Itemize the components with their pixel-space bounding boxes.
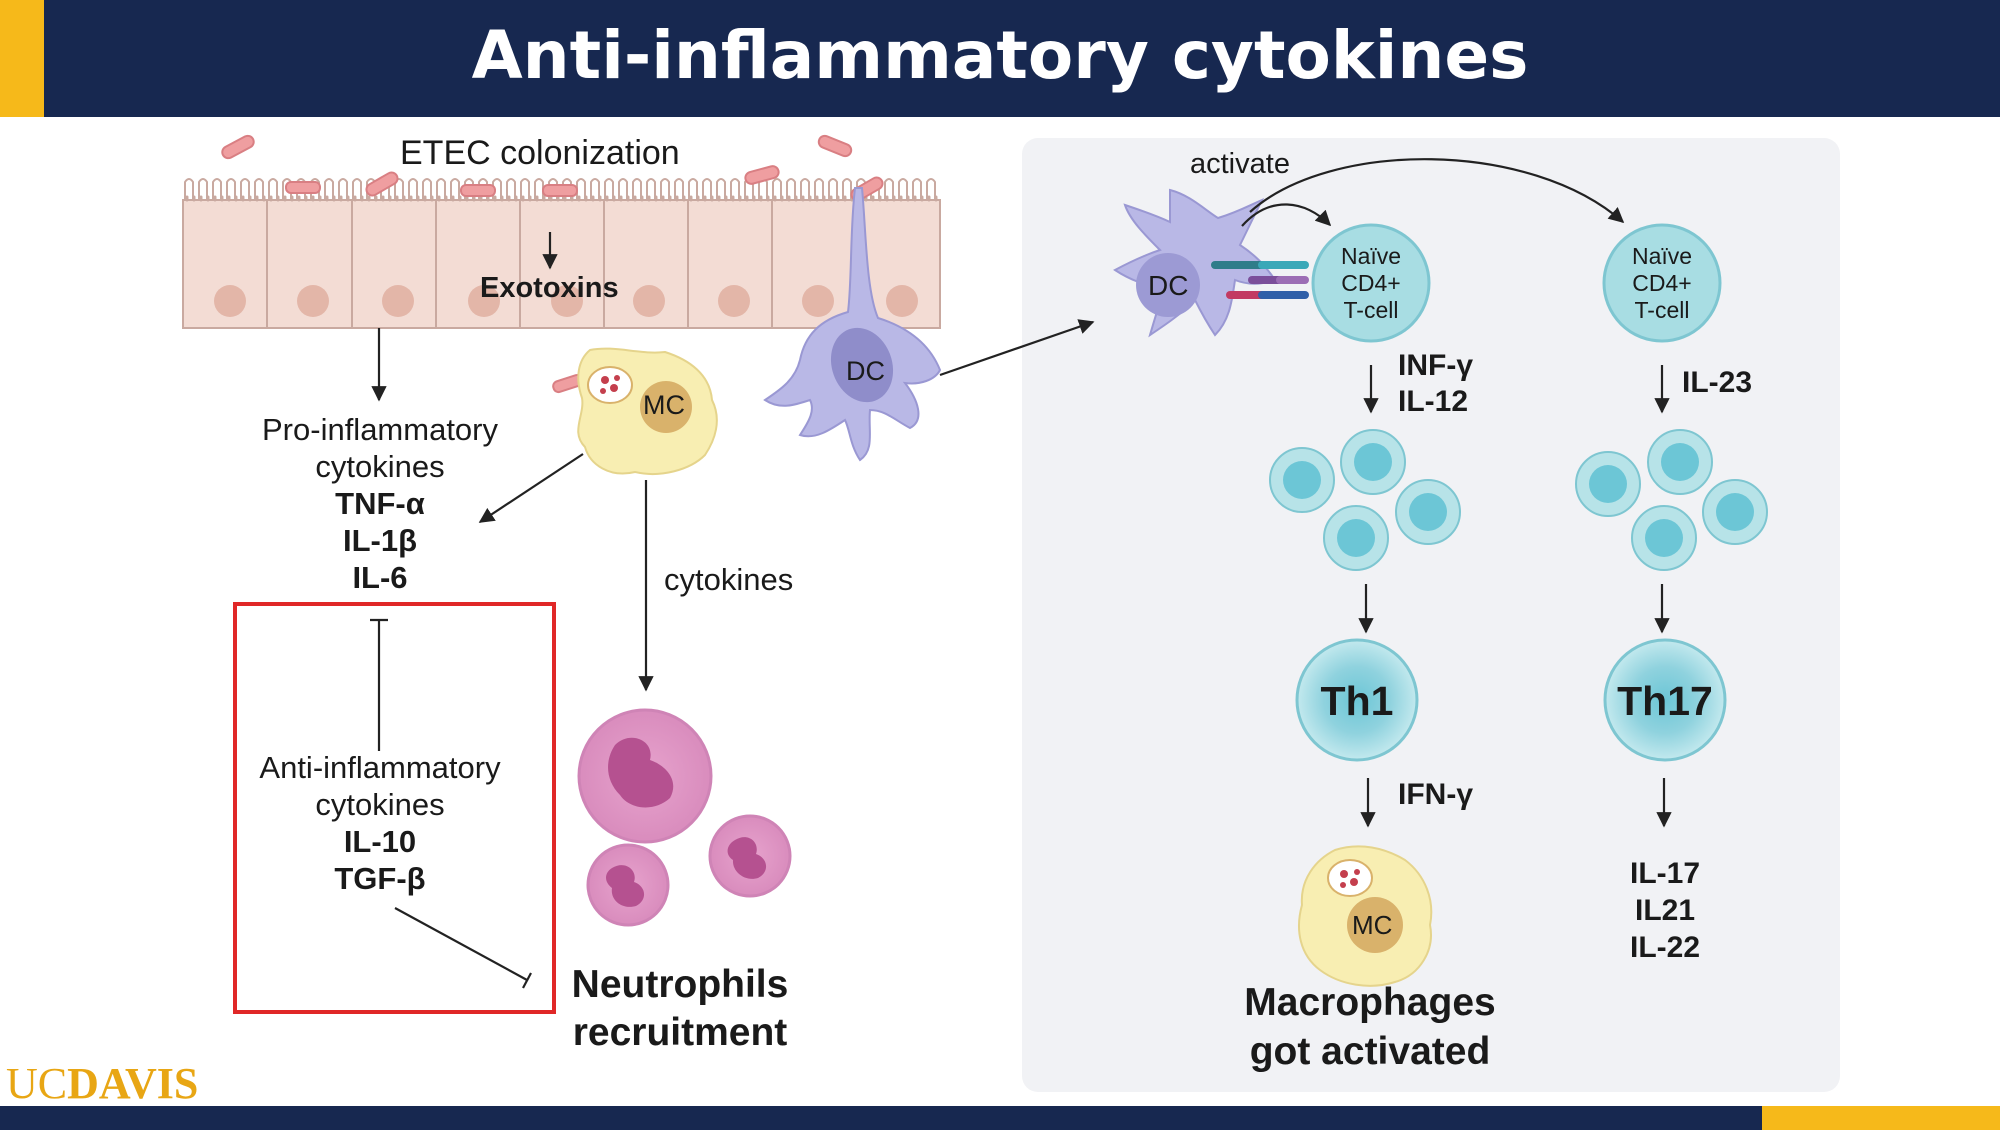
th17-signal: IL-23 — [1682, 366, 1753, 399]
title-bar-accent — [0, 0, 44, 117]
footer-bar — [0, 1106, 2000, 1130]
ucdavis-logo: UCDAVIS — [6, 1058, 198, 1109]
anti-inflammatory-highlight-box — [233, 602, 556, 1014]
th1-signals: INF-γ IL-12 — [1398, 348, 1473, 420]
logo-davis: DAVIS — [67, 1059, 199, 1108]
naive-label-line: CD4+ — [1341, 270, 1401, 296]
output-item: IL-17 — [1629, 857, 1701, 890]
naive-tcell-2 — [1602, 223, 1722, 343]
anti-cytokine-item: TGF-β — [334, 861, 426, 896]
etec-bacteria — [221, 134, 884, 394]
pro-cytokine-item: IL-6 — [352, 560, 408, 595]
anti-inflammatory-block: Anti-inflammatory cytokines IL-10 TGF-β — [230, 749, 530, 897]
mc-left-label: MC — [643, 390, 685, 420]
slide-title: Anti-inflammatory cytokines — [471, 17, 1529, 94]
tcell-cluster-th17 — [1575, 429, 1768, 571]
th17-outputs: IL-17 IL21 IL-22 — [1600, 855, 1730, 966]
mc-right-label: MC — [1352, 910, 1393, 940]
naive-tcell-1 — [1311, 223, 1431, 343]
th17-label: Th17 — [1617, 678, 1713, 724]
dc-right-label: DC — [1148, 270, 1189, 301]
arrows — [370, 158, 1672, 989]
footer-accent — [1762, 1106, 2000, 1130]
anti-cytokine-item: IL-10 — [343, 824, 417, 859]
naive-label-line: T-cell — [1343, 297, 1399, 323]
title-bar — [0, 0, 2000, 117]
neutrophils-label-1: Neutrophils — [571, 963, 789, 1006]
receptor-pairs — [1211, 261, 1309, 299]
microvilli-tips — [184, 178, 936, 200]
naive-label-line: CD4+ — [1632, 270, 1692, 296]
th17-cell — [1603, 638, 1727, 762]
th1-label: Th1 — [1320, 678, 1394, 724]
etec-label: ETEC colonization — [400, 134, 680, 172]
signal-item: IL-12 — [1398, 385, 1469, 418]
macrophages-label-1: Macrophages — [1244, 981, 1496, 1024]
epithelial-nuclei — [214, 285, 918, 317]
dc-left-label: DC — [846, 356, 885, 386]
neutrophils-label: Neutrophils recruitment — [540, 961, 820, 1057]
cytokines-label: cytokines — [664, 562, 794, 597]
neutrophils-label-2: recruitment — [572, 1011, 788, 1054]
epithelium — [182, 178, 941, 329]
naive-tcell-1-label: Naïve CD4+ T-cell — [1311, 243, 1431, 324]
dendritic-cell-right — [1113, 188, 1277, 338]
macrophage-left — [577, 347, 718, 476]
th1-cell — [1295, 638, 1419, 762]
activate-label: activate — [1190, 148, 1290, 180]
tcell-cluster-th1 — [1269, 429, 1461, 571]
macrophages-label: Macrophages got activated — [1220, 978, 1520, 1076]
anti-inflammatory-title-2: cytokines — [315, 787, 445, 822]
output-item: IL-22 — [1629, 931, 1701, 964]
anti-inflammatory-title-1: Anti-inflammatory — [259, 750, 501, 785]
pro-cytokine-item: TNF-α — [335, 486, 425, 521]
naive-label-line: Naïve — [1631, 243, 1693, 269]
pro-inflammatory-title-1: Pro-inflammatory — [262, 412, 498, 447]
pro-inflammatory-block: Pro-inflammatory cytokines TNF-α IL-1β I… — [230, 411, 530, 596]
pro-cytokine-item: IL-1β — [342, 523, 418, 558]
output-item: IL21 — [1634, 894, 1696, 927]
naive-label-line: T-cell — [1634, 297, 1690, 323]
logo-uc: UC — [6, 1059, 68, 1108]
macrophage-right — [1298, 845, 1433, 987]
dendritic-cell-left — [763, 187, 942, 462]
ifn-label: IFN-γ — [1398, 778, 1473, 811]
naive-label-line: Naïve — [1340, 243, 1402, 269]
exotoxins-label: Exotoxins — [480, 272, 619, 304]
neutrophils — [577, 708, 792, 927]
signal-item: INF-γ — [1398, 349, 1473, 382]
pro-inflammatory-title-2: cytokines — [315, 449, 445, 484]
naive-tcell-2-label: Naïve CD4+ T-cell — [1602, 243, 1722, 324]
macrophages-label-2: got activated — [1249, 1030, 1491, 1073]
